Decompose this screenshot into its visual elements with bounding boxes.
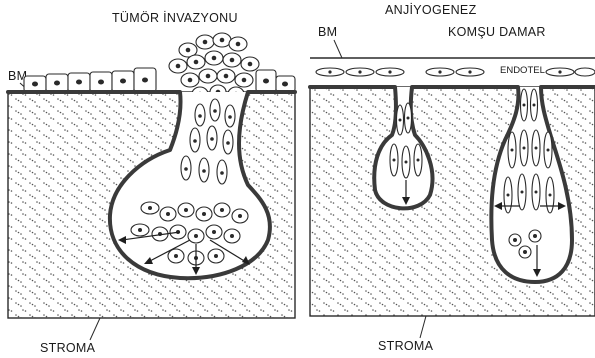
epithelial-layer bbox=[24, 68, 295, 92]
vessel-endothelium bbox=[316, 68, 595, 76]
endothelium-label: ENDOTEL bbox=[500, 65, 545, 76]
right-title: ANJİYOGENEZ bbox=[385, 3, 477, 17]
left-title: TÜMÖR İNVAZYONU bbox=[112, 11, 238, 25]
right-panel: ANJİYOGENEZ BM KOMŞU DAMAR ENDOTEL STROM… bbox=[310, 3, 595, 353]
vessel-label: KOMŞU DAMAR bbox=[448, 25, 546, 39]
right-bm-leader bbox=[334, 40, 342, 58]
right-bm-label: BM bbox=[318, 25, 337, 39]
right-stroma-label: STROMA bbox=[378, 339, 434, 353]
left-panel: TÜMÖR İNVAZYONU BM STROMA bbox=[8, 11, 295, 355]
right-stroma-leader bbox=[420, 316, 426, 338]
tumor-cluster-top bbox=[169, 33, 259, 101]
left-stroma-label: STROMA bbox=[40, 341, 96, 355]
left-stroma-leader bbox=[90, 318, 100, 340]
